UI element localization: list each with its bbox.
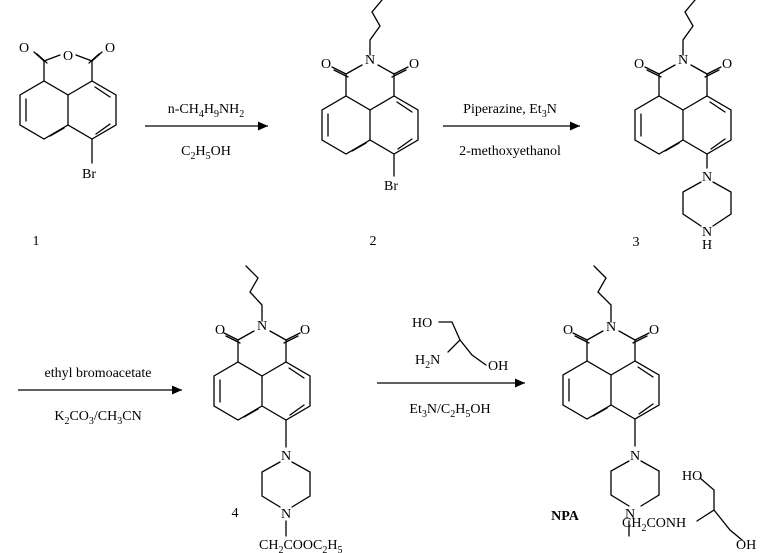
npa-oh: OH — [736, 538, 756, 553]
label-compound-4: 4 — [232, 506, 239, 521]
npa-ho: HO — [682, 469, 702, 484]
atom-n-imide: N — [678, 53, 688, 68]
atom-o-carbonyl-left: O — [563, 323, 573, 338]
atom-n-imide: N — [365, 53, 375, 68]
compound-npa: N O O N N CH2CONH HO OH — [562, 265, 756, 553]
step3-base-solvent: K2CO3/CH3CN — [54, 409, 141, 427]
step2-reagent: Piperazine, Et3N — [463, 102, 557, 120]
atom-o-carbonyl-left: O — [634, 57, 644, 72]
compound-1: O O O Br — [19, 41, 117, 182]
step1-reagent: n-CH4H9NH2 — [168, 102, 244, 120]
serinol-oh: OH — [488, 359, 508, 374]
atom-h-piperazine: H — [702, 238, 712, 253]
atom-n-piperazine-4: N — [281, 507, 291, 522]
atom-n-piperazine-1: N — [630, 449, 640, 464]
atom-o-carbonyl-right: O — [409, 57, 419, 72]
atom-o-carbonyl-right: O — [722, 57, 732, 72]
step4-conditions: Et3N/C2H5OH — [409, 402, 490, 420]
serinol-ho: HO — [412, 316, 432, 331]
atom-n-piperazine-4: N — [625, 507, 635, 522]
atom-n-piperazine-1: N — [281, 449, 291, 464]
atom-o-carbonyl-right: O — [300, 323, 310, 338]
serinol-reagent: HO H2N OH — [412, 316, 508, 374]
label-compound-3: 3 — [633, 235, 640, 250]
label-compound-npa: NPA — [551, 509, 580, 524]
amide-group: CH2CONH — [622, 516, 686, 534]
atom-o-carbonyl-left: O — [19, 41, 29, 56]
step1-solvent: C2H5OH — [181, 144, 231, 162]
label-compound-2: 2 — [370, 234, 377, 249]
atom-o-ring: O — [63, 49, 73, 64]
atom-n-imide: N — [257, 319, 267, 334]
step3-reagent: ethyl bromoacetate — [45, 366, 152, 381]
serinol-amine: H2N — [415, 353, 440, 371]
atom-n-piperazine-4: N — [702, 225, 712, 240]
atom-o-carbonyl-right: O — [649, 323, 659, 338]
label-compound-1: 1 — [33, 234, 40, 249]
atom-br: Br — [82, 167, 96, 182]
atom-n-piperazine-1: N — [702, 170, 712, 185]
ester-group: CH2COOC2H5 — [259, 538, 342, 553]
atom-n-imide: N — [606, 320, 616, 335]
atom-o-carbonyl-left: O — [321, 57, 331, 72]
atom-br: Br — [384, 179, 398, 194]
atom-o-carbonyl-right: O — [105, 41, 115, 56]
compound-2: N O O Br — [321, 0, 419, 194]
step2-solvent: 2-methoxyethanol — [459, 144, 561, 159]
atom-o-carbonyl-left: O — [215, 323, 225, 338]
compound-3: N O O N N H — [634, 0, 732, 253]
